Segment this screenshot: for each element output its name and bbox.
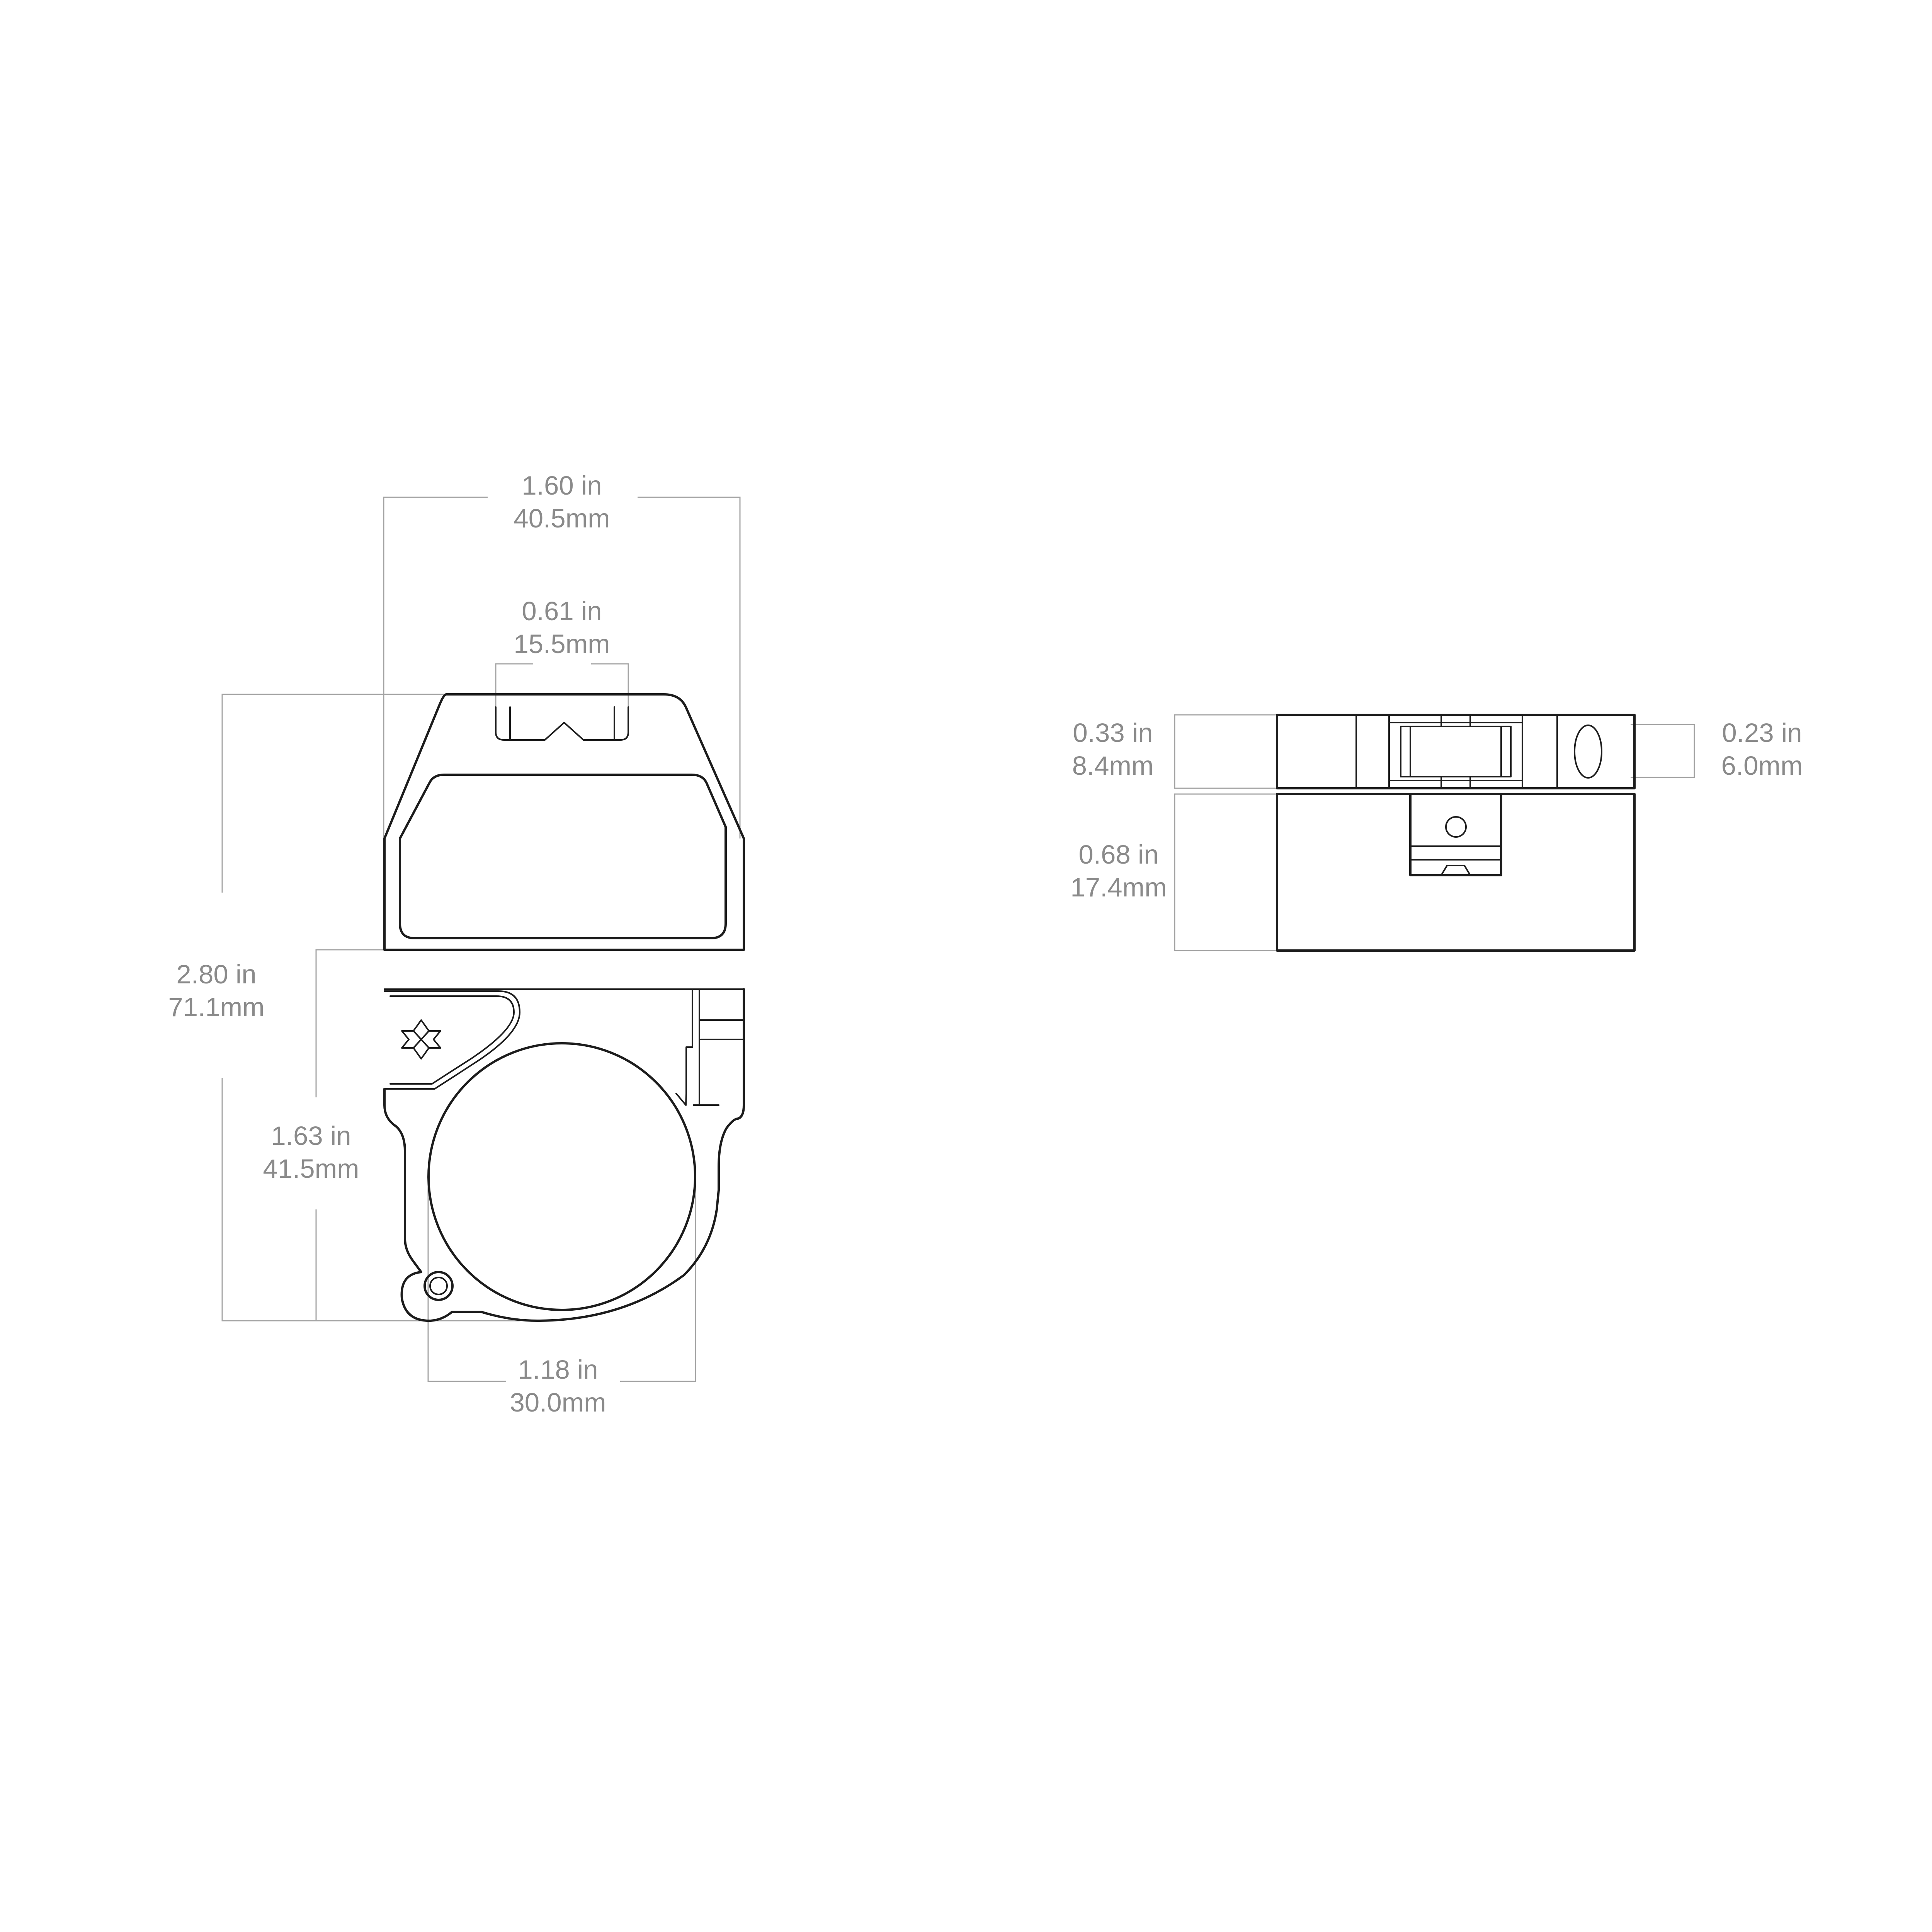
base-height-mm: 17.4mm [1070, 872, 1167, 902]
ring-height-inches: 1.63 in [271, 1121, 351, 1151]
slot-height-inches: 0.23 in [1722, 718, 1802, 748]
dimension-overall-width: 1.60 in 40.5mm [383, 471, 741, 838]
dimension-overall-height: 2.80 in 71.1mm [168, 694, 520, 1321]
overall-height-inches: 2.80 in [176, 959, 256, 989]
overall-width-inches: 1.60 in [522, 471, 602, 500]
brand-logo-icon [401, 1019, 441, 1060]
rail-thickness-mm: 8.4mm [1072, 751, 1154, 781]
overall-width-mm: 40.5mm [514, 503, 610, 533]
dimension-ring-height: 1.63 in 41.5mm [263, 949, 406, 1321]
side-view: 0.33 in 8.4mm 0.23 in 6.0mm 0.68 in 17.4… [1070, 714, 1803, 952]
mount-front-outline [383, 693, 745, 1322]
mount-side-outline [1276, 714, 1636, 952]
base-height-inches: 0.68 in [1078, 840, 1158, 869]
rail-thickness-inches: 0.33 in [1073, 718, 1153, 748]
dimension-base-height: 0.68 in 17.4mm [1070, 793, 1277, 951]
overall-height-mm: 71.1mm [168, 992, 264, 1022]
slot-height-mm: 6.0mm [1721, 751, 1803, 781]
dimension-slot-height: 0.23 in 6.0mm [1631, 718, 1803, 781]
front-view: 1.60 in 40.5mm 0.61 in 15.5mm 2.80 in 71… [168, 471, 745, 1417]
tube-diameter-inches: 1.18 in [518, 1355, 598, 1384]
tube-diameter-mm: 30.0mm [510, 1388, 606, 1417]
dimension-top-lug-width: 0.61 in 15.5mm [495, 596, 629, 707]
dimension-rail-thickness: 0.33 in 8.4mm [1072, 714, 1277, 789]
dimension-tube-diameter: 1.18 in 30.0mm [427, 1173, 696, 1417]
ring-height-mm: 41.5mm [263, 1154, 359, 1184]
top-lug-width-mm: 15.5mm [514, 629, 610, 659]
top-lug-width-inches: 0.61 in [522, 596, 602, 626]
